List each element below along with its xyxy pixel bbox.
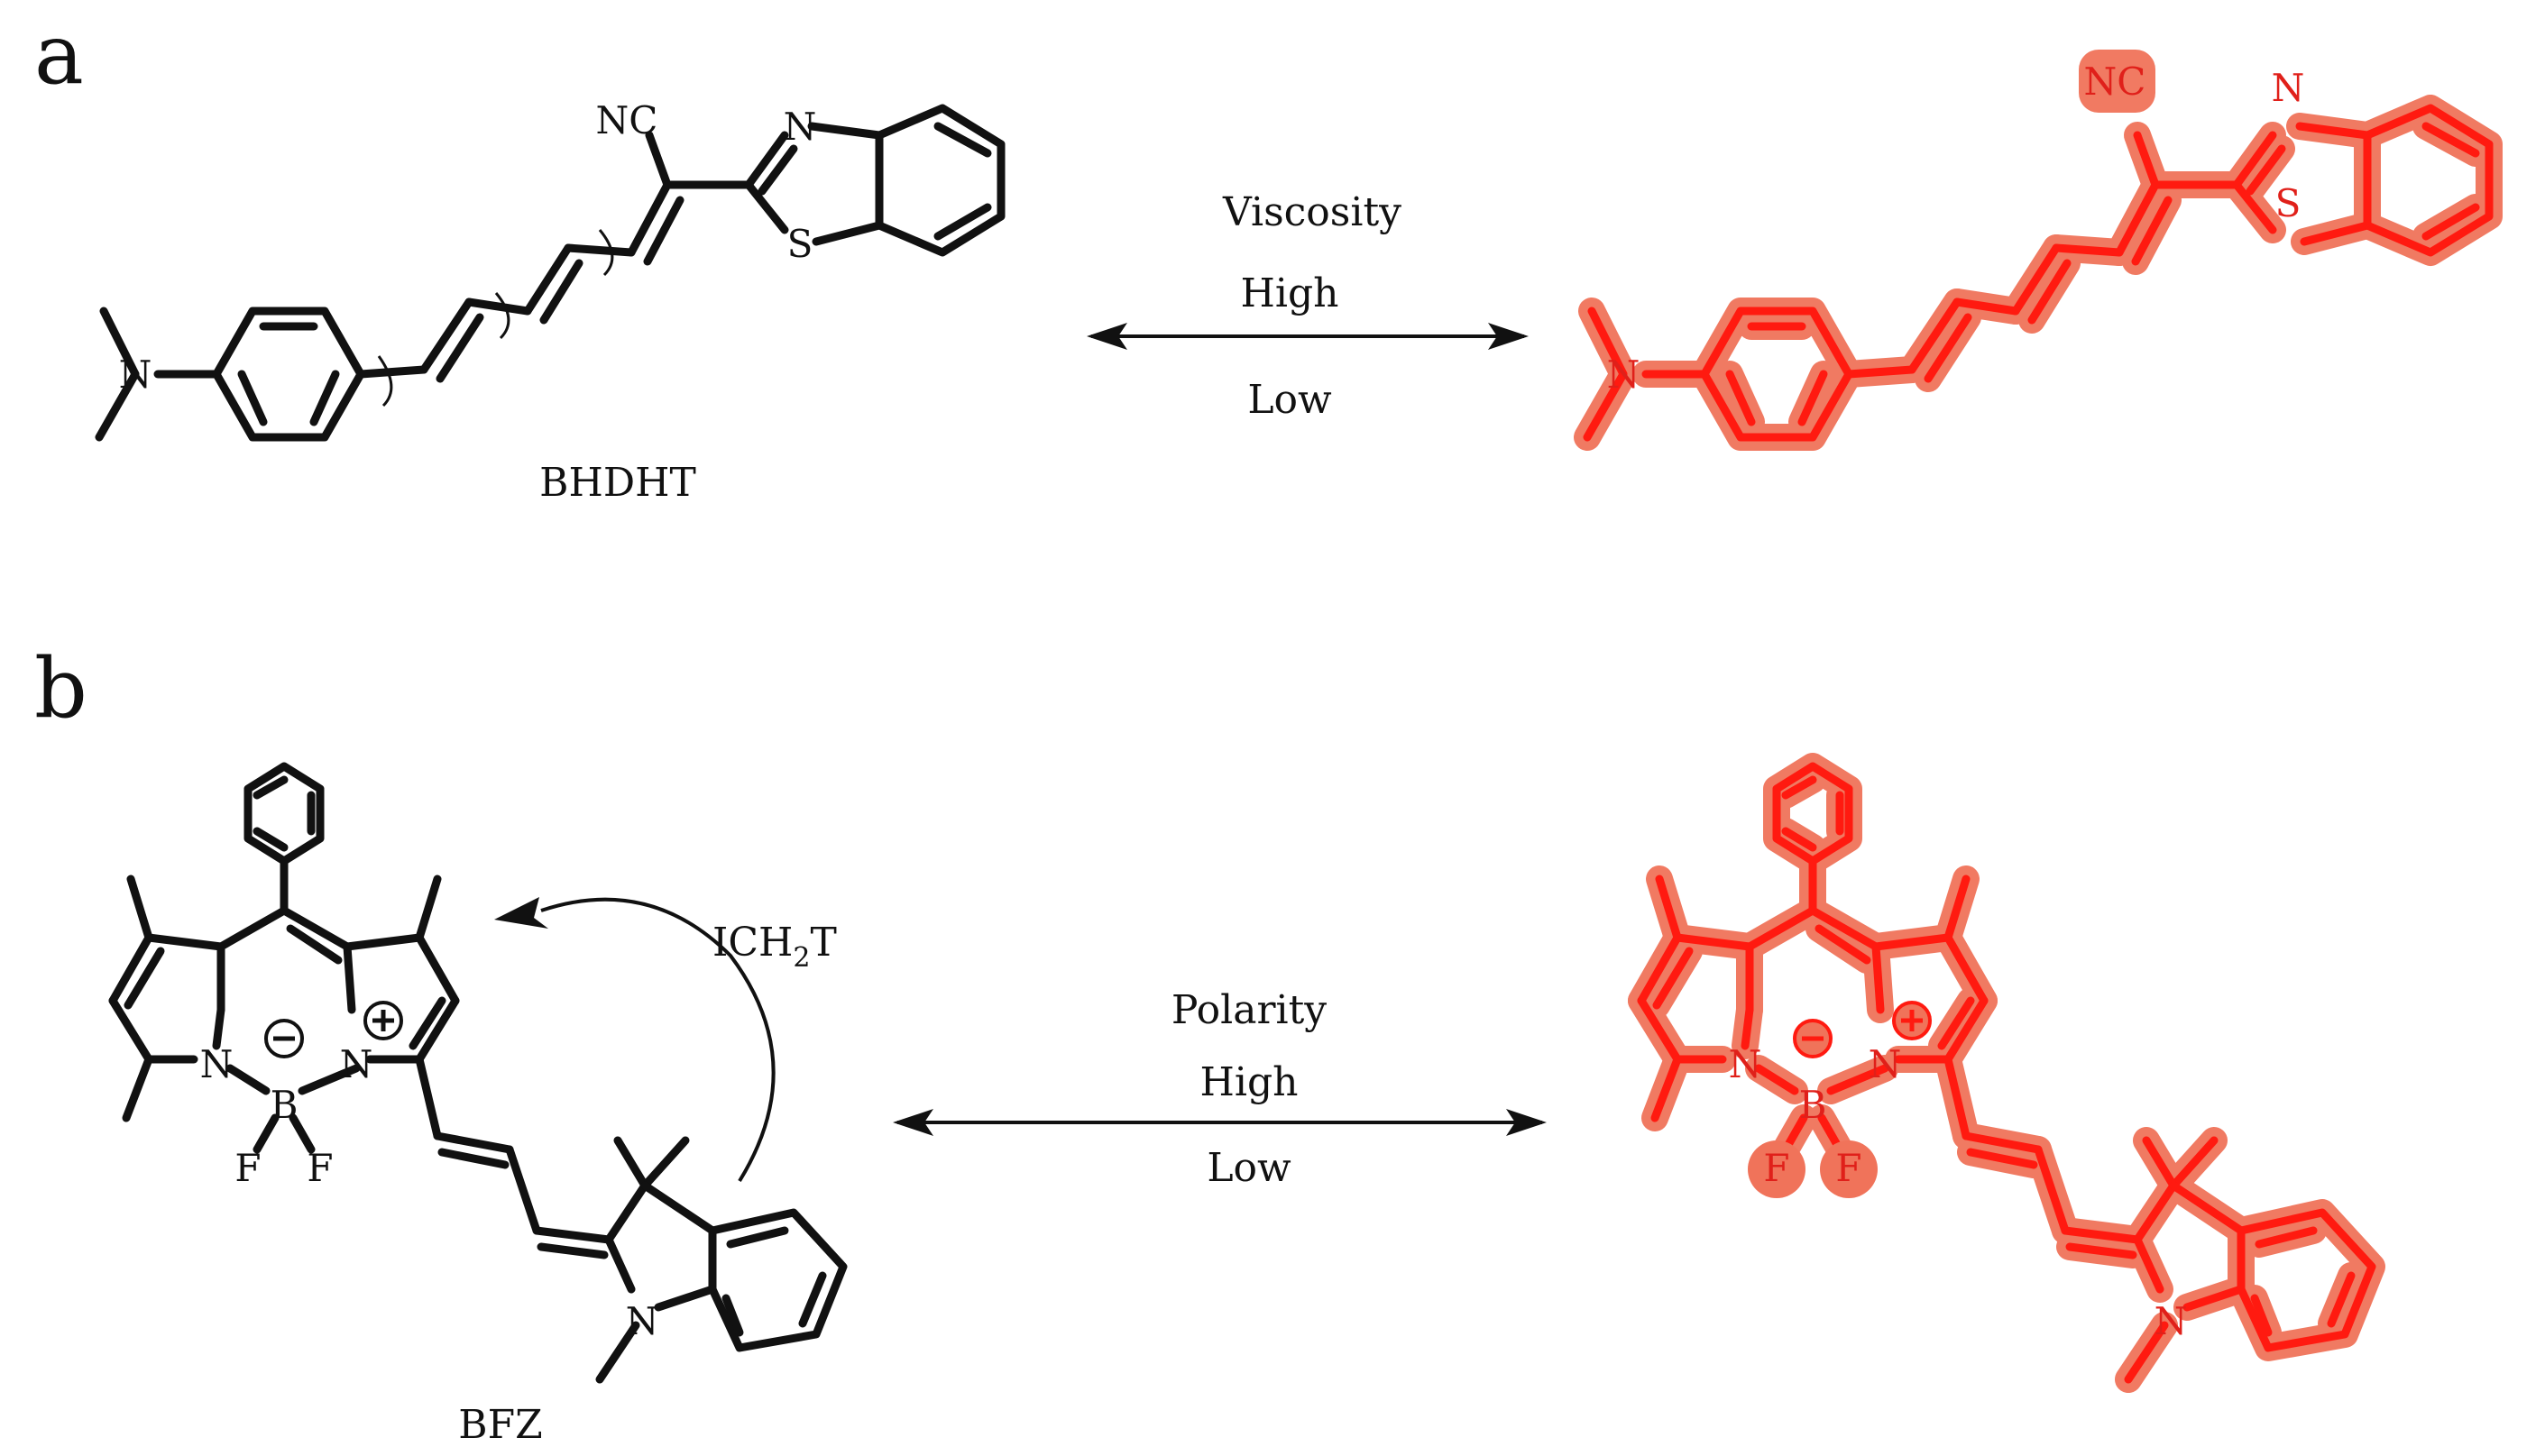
atom-label-f1: F: [234, 1146, 261, 1190]
atom-label-thiazole-n: N: [784, 105, 817, 149]
atom-label-n: N: [119, 353, 152, 397]
equilibrium-arrow-b: [893, 1109, 1547, 1136]
atom-label-thiazole-s: S: [787, 222, 813, 266]
condition-label-polarity: Polarity: [1171, 987, 1327, 1033]
atom-label-f1-red: F: [1763, 1146, 1789, 1190]
rotation-arrows: [377, 229, 614, 407]
bhdht-structure: [99, 108, 1001, 437]
atom-label-n-left: N: [200, 1042, 234, 1086]
negative-charge-icon: [264, 1019, 304, 1058]
atom-label-thiazole-s-red: S: [2275, 181, 2302, 225]
bfz-highlighted: N N B F F N: [1641, 766, 2372, 1379]
level-low-b: Low: [1207, 1145, 1291, 1191]
atom-label-thiazole-n-red: N: [2272, 66, 2305, 110]
positive-charge-icon-red: [1892, 1001, 1932, 1040]
condition-label-viscosity: Viscosity: [1222, 189, 1401, 235]
atom-label-f2-red: F: [1835, 1146, 1861, 1190]
atom-label-boron: B: [271, 1083, 299, 1127]
atom-label-boron-red: B: [1799, 1083, 1827, 1127]
bhdht-planar-highlighted: N NC N S: [1587, 50, 2489, 437]
negative-charge-icon-red: [1793, 1019, 1833, 1058]
compound-name-bfz: BFZ: [458, 1402, 542, 1448]
atom-label-n-right-red: N: [1869, 1042, 1902, 1086]
atom-label-nc: NC: [596, 98, 658, 142]
level-high-b: High: [1200, 1059, 1299, 1105]
panel-letter-a: a: [34, 6, 84, 103]
equilibrium-arrow-a: [1087, 323, 1529, 350]
atom-label-n-left-red: N: [1729, 1042, 1762, 1086]
compound-name-bhdht: BHDHT: [539, 460, 696, 506]
level-high-a: High: [1241, 270, 1339, 316]
atom-label-nc-red: NC: [2084, 60, 2146, 104]
ict-arrow: [494, 897, 776, 1183]
atom-label-f2: F: [307, 1146, 333, 1190]
atom-label-n-red: N: [1607, 353, 1640, 397]
process-label-icht: ICH2T: [712, 920, 837, 974]
atom-label-n-right: N: [340, 1042, 373, 1086]
atom-label-indole-n-red: N: [2155, 1299, 2188, 1343]
level-low-a: Low: [1247, 377, 1332, 423]
positive-charge-icon: [363, 1001, 403, 1040]
atom-label-indole-n: N: [626, 1299, 659, 1343]
panel-letter-b: b: [34, 640, 87, 737]
